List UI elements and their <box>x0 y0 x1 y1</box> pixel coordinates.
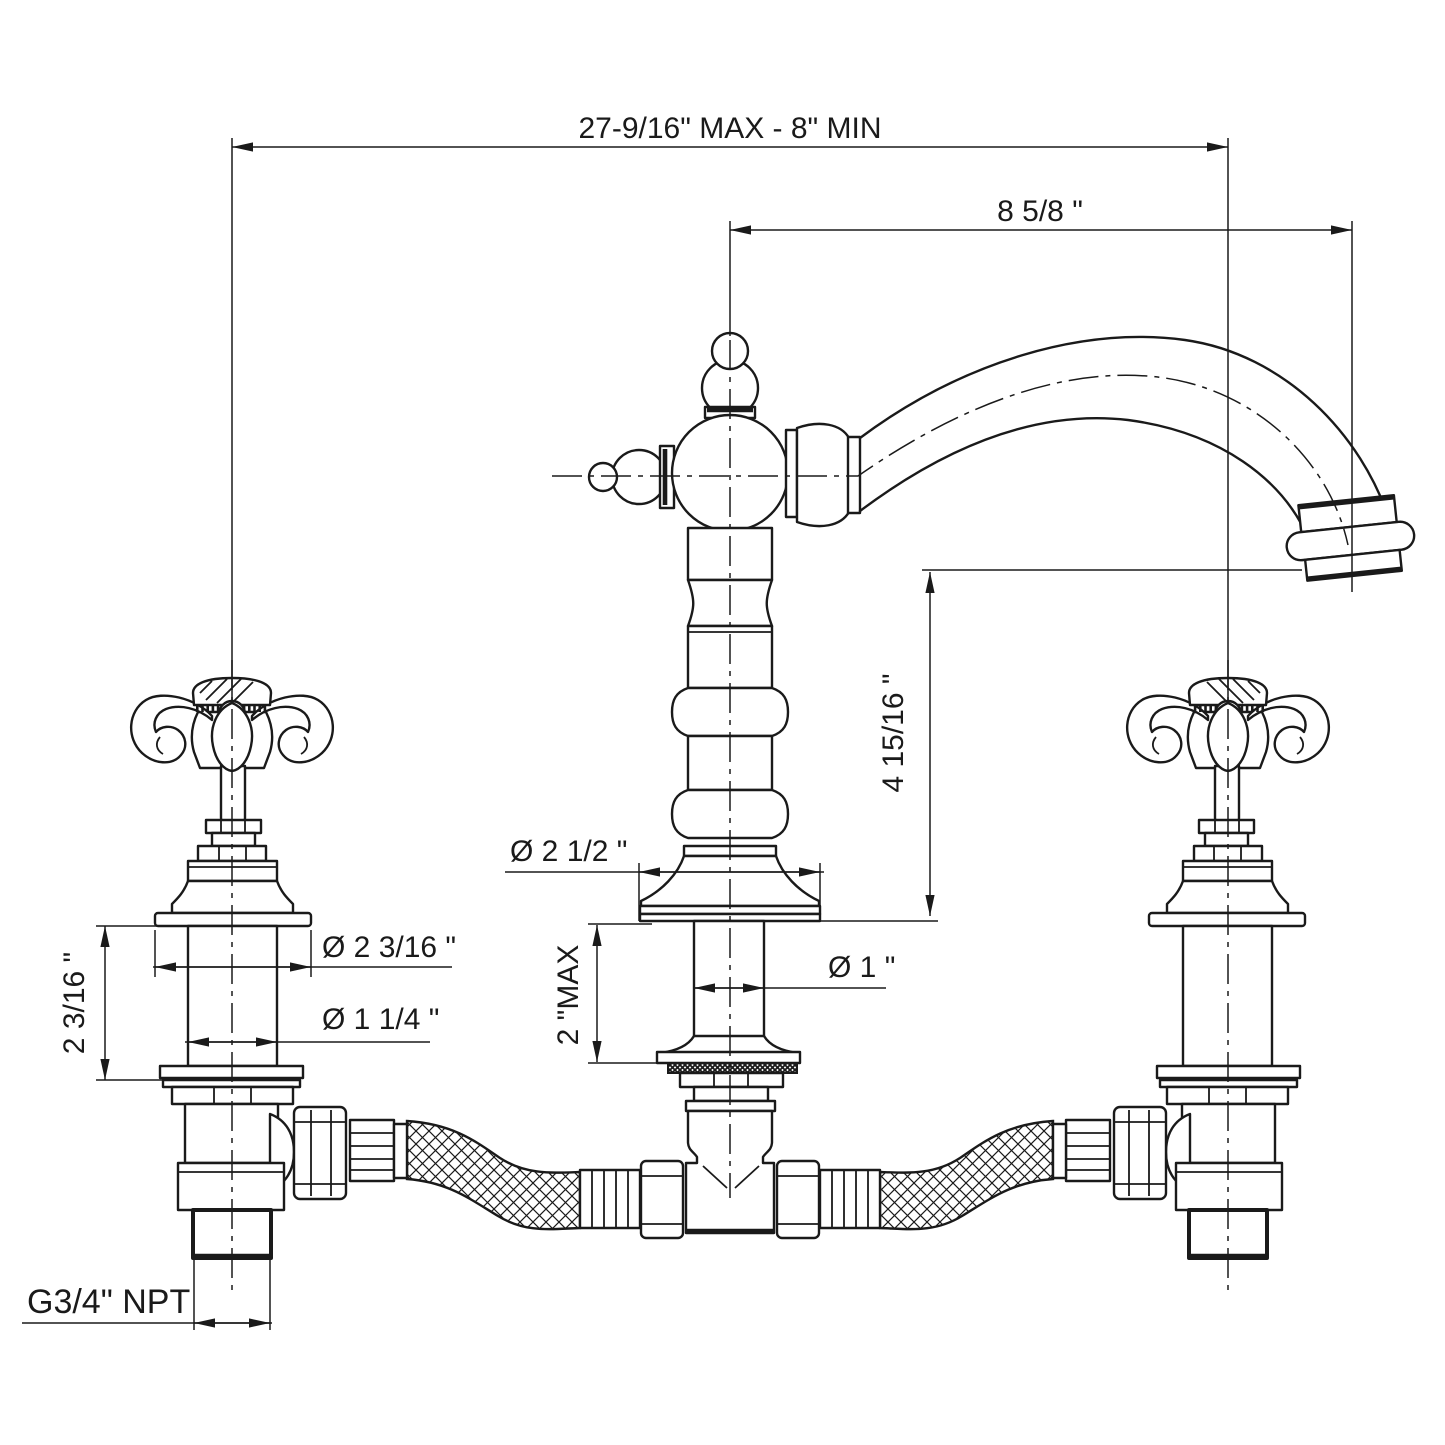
dim-shank-diameter-label: Ø 1 " <box>828 951 895 984</box>
aerator <box>1285 493 1416 582</box>
shank-seg-dividers <box>713 1073 749 1087</box>
spout-joint-bulge <box>795 422 851 528</box>
dim-spout-reach-label: 8 5/8 " <box>997 195 1083 228</box>
dim-handle-base-diameter-label: Ø 2 3/16 " <box>322 931 456 964</box>
shank-seg-ring <box>678 1071 785 1089</box>
shank-flare <box>658 1034 800 1055</box>
side-finial-large-ball <box>610 448 668 506</box>
dim-base-diameter-label: Ø 2 1/2 " <box>510 835 627 868</box>
aerator-bottom-edge <box>1307 566 1401 581</box>
spout-outer-curve <box>858 335 1392 524</box>
dim-spout-height-label: 4 15/16 " <box>877 673 910 792</box>
left-valve-and-handle-assembly <box>131 678 683 1258</box>
centerlines <box>231 340 1349 1292</box>
dim-deck-thickness-label: 2 "MAX <box>552 945 585 1046</box>
column-bulge-2 <box>670 788 790 840</box>
dim-inlet-thread-label: G3/4" NPT <box>27 1283 190 1321</box>
spout-arm-centerline <box>552 374 1349 546</box>
mounting-shank <box>692 919 766 1039</box>
aerator-top-edge <box>1299 494 1394 510</box>
dimension-annotations: 27-9/16" MAX - 8" MIN 8 5/8 " 4 15/16 " … <box>22 112 1353 1330</box>
rubber-gasket <box>667 1062 798 1074</box>
dim-handle-body-diameter-label: Ø 1 1/4 " <box>322 1003 439 1036</box>
dim-spread-label: 27-9/16" MAX - 8" MIN <box>578 112 881 145</box>
spout-joint-band <box>784 428 799 519</box>
tee-body <box>684 1109 776 1235</box>
spout-inner-curve <box>858 417 1312 544</box>
shank-flange <box>655 1050 802 1065</box>
side-finial-small-ball <box>587 461 619 493</box>
tee-neck <box>692 1085 770 1103</box>
dim-handle-base-height-label: 2 3/16 " <box>58 952 91 1054</box>
tee-chamfer-marks <box>702 1165 760 1189</box>
center-spout-assembly <box>587 331 1416 1235</box>
